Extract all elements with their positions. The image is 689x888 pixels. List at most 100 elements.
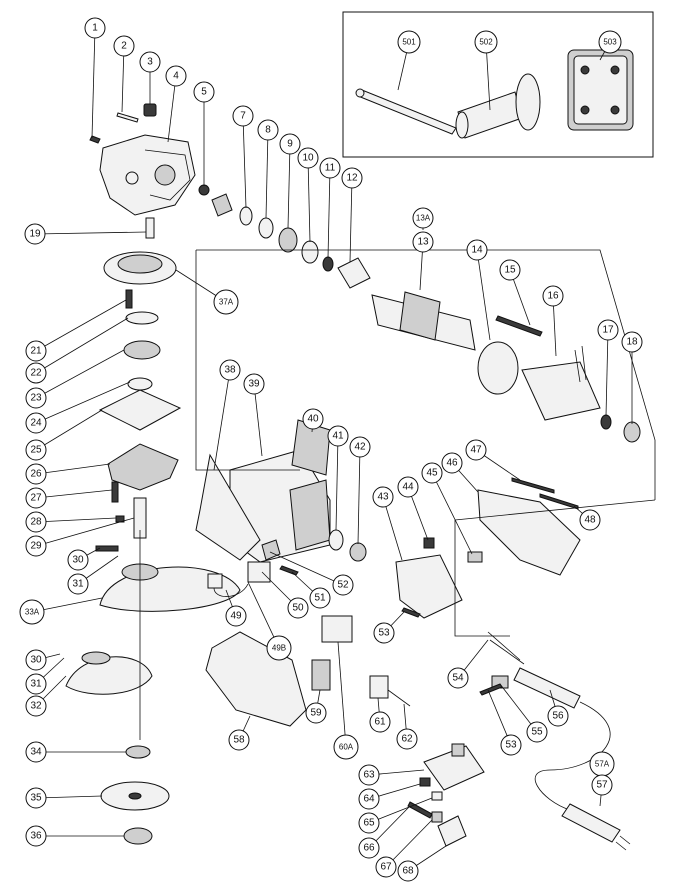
leader-42 xyxy=(357,446,361,545)
nut-3 xyxy=(143,103,157,117)
callout-text-23: 23 xyxy=(30,393,42,404)
callout-text-14: 14 xyxy=(471,245,483,256)
assembly-line-c xyxy=(454,499,656,637)
leader-41 xyxy=(335,435,339,531)
callout-text-33A: 33A xyxy=(25,608,40,617)
callout-text-57: 57 xyxy=(596,780,608,791)
spacer-65 xyxy=(431,791,443,801)
leader-19 xyxy=(34,231,147,235)
callout-text-45: 45 xyxy=(426,468,438,479)
callout-text-65: 65 xyxy=(363,818,375,829)
callout-44: 44 xyxy=(397,476,419,498)
callout-31: 31 xyxy=(67,573,89,595)
leader-12 xyxy=(349,177,353,263)
callout-text-15: 15 xyxy=(504,265,516,276)
screw-1 xyxy=(89,135,101,144)
callout-54: 54 xyxy=(447,667,469,689)
leader-39 xyxy=(253,383,263,457)
callout-10: 10 xyxy=(297,147,319,169)
callout-text-7: 7 xyxy=(240,111,246,122)
callout-text-54: 54 xyxy=(452,673,464,684)
spring-63 xyxy=(451,743,465,757)
leader-60A xyxy=(337,641,347,748)
leader-29 xyxy=(35,517,135,547)
callout-5: 5 xyxy=(193,81,215,103)
callout-58: 58 xyxy=(228,729,250,751)
washer-5 xyxy=(198,184,210,196)
callout-text-66: 66 xyxy=(363,843,375,854)
callout-text-31: 31 xyxy=(72,579,84,590)
callout-30: 30 xyxy=(67,549,89,571)
callout-text-5: 5 xyxy=(201,87,207,98)
callout-text-61: 61 xyxy=(374,717,386,728)
callout-text-43: 43 xyxy=(377,492,389,503)
callout-text-503: 503 xyxy=(603,38,617,47)
switch-60a xyxy=(321,615,353,643)
callout-27: 27 xyxy=(25,487,47,509)
leader-9 xyxy=(287,143,291,229)
leader-28 xyxy=(35,517,117,523)
callout-64: 64 xyxy=(358,788,380,810)
callout-13A: 13A xyxy=(412,207,434,229)
callout-text-4: 4 xyxy=(173,71,179,82)
callout-48: 48 xyxy=(579,509,601,531)
callout-text-44: 44 xyxy=(402,482,414,493)
handle-cover-46 xyxy=(477,489,581,576)
callout-23: 23 xyxy=(25,387,47,409)
callout-text-37A: 37A xyxy=(219,298,234,307)
baffle-14 xyxy=(477,341,519,395)
bearing-holder-12 xyxy=(337,257,371,289)
callout-40: 40 xyxy=(302,408,324,430)
callout-text-27: 27 xyxy=(30,493,42,504)
block-64 xyxy=(419,777,431,787)
callout-47: 47 xyxy=(465,439,487,461)
callout-55: 55 xyxy=(526,721,548,743)
callout-2: 2 xyxy=(113,35,135,57)
gear-37a xyxy=(103,251,177,285)
callout-53: 53 xyxy=(500,734,522,756)
plug-57 xyxy=(561,803,621,843)
callout-text-30: 30 xyxy=(72,555,84,566)
callout-15: 15 xyxy=(499,259,521,281)
lead-62 xyxy=(387,689,411,707)
callout-14: 14 xyxy=(466,239,488,261)
capacitor-61 xyxy=(369,675,389,699)
wheel-hub xyxy=(128,792,142,800)
inner-cover-38 xyxy=(195,453,261,561)
callout-text-32: 32 xyxy=(30,701,42,712)
ring-41 xyxy=(328,529,344,551)
callout-text-30: 30 xyxy=(30,655,42,666)
lock-button-68 xyxy=(437,815,467,847)
callout-text-49: 49 xyxy=(230,611,242,622)
lock-nut-36 xyxy=(123,827,153,845)
screw-30 xyxy=(95,545,119,552)
callout-text-60A: 60A xyxy=(339,743,354,752)
callout-45: 45 xyxy=(421,462,443,484)
leader-52 xyxy=(269,551,344,586)
noise-suppressor-50 xyxy=(247,561,271,583)
callout-52: 52 xyxy=(332,574,354,596)
callout-33A: 33A xyxy=(19,599,45,625)
callout-36: 36 xyxy=(25,825,47,847)
leader-8 xyxy=(265,129,269,219)
callout-text-28: 28 xyxy=(30,517,42,528)
callout-17: 17 xyxy=(597,319,619,341)
assembly-line-b xyxy=(195,250,300,471)
lead-wire-49 xyxy=(213,583,249,597)
callout-49B: 49B xyxy=(266,635,292,661)
ring-24 xyxy=(127,377,153,391)
leader-38 xyxy=(213,369,231,471)
callout-53: 53 xyxy=(373,622,395,644)
callout-text-58: 58 xyxy=(233,735,245,746)
switch-59 xyxy=(311,659,331,691)
bush-42 xyxy=(349,542,367,562)
callout-57: 57 xyxy=(591,774,613,796)
callout-65: 65 xyxy=(358,812,380,834)
callout-text-47: 47 xyxy=(470,445,482,456)
callout-text-63: 63 xyxy=(363,770,375,781)
callout-text-16: 16 xyxy=(547,291,559,302)
side-handle-502 xyxy=(455,73,541,139)
callout-57A: 57A xyxy=(589,751,615,777)
callout-text-1: 1 xyxy=(92,23,98,34)
callout-51: 51 xyxy=(309,587,331,609)
